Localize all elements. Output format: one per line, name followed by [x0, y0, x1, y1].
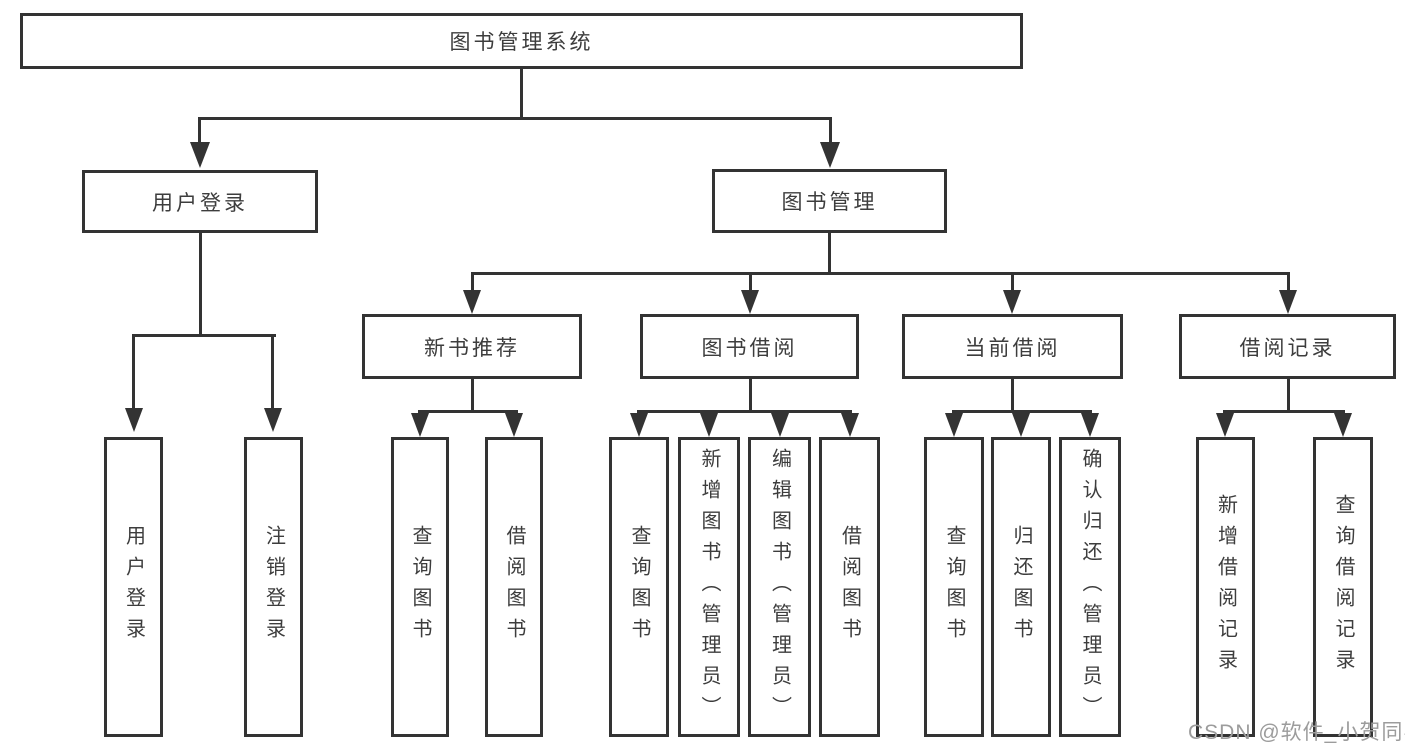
- node-borrowing-records: 借阅记录: [1179, 314, 1396, 379]
- node-new-book-recommendation: 新书推荐: [362, 314, 582, 379]
- node-label: 用户登录: [152, 191, 248, 215]
- arrow-down-icon: [264, 408, 282, 432]
- arrow-down-icon: [741, 290, 759, 314]
- connector-root-stem: [520, 69, 523, 119]
- arrow-down-icon: [771, 413, 789, 437]
- leaf-label: 确认归还（管理员）: [1079, 447, 1101, 727]
- leaf-br-add-record: 新增借阅记录: [1196, 437, 1255, 737]
- leaf-label: 查询图书: [409, 525, 431, 649]
- leaf-label: 注销登录: [262, 525, 285, 649]
- node-label: 借阅记录: [1239, 336, 1336, 360]
- leaf-label: 查询图书: [943, 525, 965, 649]
- leaf-nbr-borrow-books: 借阅图书: [485, 437, 543, 737]
- node-label: 图书管理: [781, 191, 878, 214]
- csdn-watermark: CSDN @软件_小贺同学: [1188, 721, 1405, 744]
- leaf-bb-borrow-books: 借阅图书: [819, 437, 880, 737]
- connector-stem: [471, 379, 474, 412]
- arrow-down-icon: [1279, 290, 1297, 314]
- connector-rail: [637, 410, 852, 413]
- node-label: 图书管理系统: [449, 31, 594, 54]
- connector-stem: [829, 119, 832, 142]
- leaf-label: 编辑图书（管理员）: [768, 447, 791, 727]
- node-book-borrowing: 图书借阅: [640, 314, 859, 379]
- arrow-down-icon: [841, 413, 859, 437]
- arrow-down-icon: [411, 413, 429, 437]
- leaf-label: 新增图书（管理员）: [698, 447, 720, 727]
- arrow-down-icon: [1334, 413, 1352, 437]
- node-book-management: 图书管理: [712, 169, 947, 233]
- connector-rail: [471, 272, 1290, 275]
- leaf-label: 查询借阅记录: [1332, 494, 1354, 680]
- connector-stem: [749, 379, 752, 412]
- arrow-down-icon: [630, 413, 648, 437]
- leaf-logout: 注销登录: [244, 437, 303, 737]
- connector-stem: [1287, 275, 1290, 290]
- connector-root-rail: [198, 117, 832, 120]
- arrow-down-icon: [1012, 413, 1030, 437]
- leaf-nbr-query-books: 查询图书: [391, 437, 449, 737]
- leaf-label: 新增借阅记录: [1214, 494, 1237, 680]
- arrow-down-icon: [505, 413, 523, 437]
- connector-stem: [828, 233, 831, 273]
- leaf-label: 借阅图书: [503, 525, 525, 649]
- leaf-user-login: 用户登录: [104, 437, 163, 737]
- leaf-bb-query-books: 查询图书: [609, 437, 669, 737]
- node-label: 当前借阅: [964, 336, 1061, 360]
- connector-stem: [199, 233, 202, 335]
- leaf-label: 查询图书: [628, 525, 650, 649]
- node-library-management-system: 图书管理系统: [20, 13, 1023, 69]
- leaf-bb-edit-books-admin: 编辑图书（管理员）: [748, 437, 811, 737]
- leaf-label: 归还图书: [1010, 525, 1032, 649]
- leaf-label: 用户登录: [122, 525, 145, 649]
- leaf-label: 借阅图书: [838, 525, 861, 649]
- connector-rail: [1223, 410, 1345, 413]
- connector-stem: [271, 336, 274, 408]
- connector-rail: [132, 334, 276, 337]
- arrow-down-icon: [125, 408, 143, 432]
- leaf-cb-return-books: 归还图书: [991, 437, 1051, 737]
- connector-stem: [198, 119, 201, 142]
- arrow-down-icon: [1081, 413, 1099, 437]
- connector-stem: [471, 275, 474, 290]
- connector-rail: [952, 410, 1092, 413]
- arrow-down-icon: [820, 142, 840, 168]
- arrow-down-icon: [1003, 290, 1021, 314]
- connector-stem: [132, 336, 135, 408]
- leaf-br-query-record: 查询借阅记录: [1313, 437, 1373, 737]
- connector-stem: [1011, 379, 1014, 412]
- arrow-down-icon: [945, 413, 963, 437]
- connector-rail: [418, 410, 518, 413]
- node-label: 图书借阅: [701, 336, 798, 360]
- connector-stem: [1011, 275, 1014, 290]
- arrow-down-icon: [700, 413, 718, 437]
- node-current-borrowing: 当前借阅: [902, 314, 1123, 379]
- leaf-bb-add-books-admin: 新增图书（管理员）: [678, 437, 740, 737]
- leaf-cb-confirm-return-admin: 确认归还（管理员）: [1059, 437, 1121, 737]
- arrow-down-icon: [190, 142, 210, 168]
- arrow-down-icon: [463, 290, 481, 314]
- connector-stem: [749, 275, 752, 290]
- arrow-down-icon: [1216, 413, 1234, 437]
- connector-stem: [1287, 379, 1290, 412]
- node-label: 新书推荐: [424, 336, 520, 360]
- node-user-login: 用户登录: [82, 170, 318, 233]
- leaf-cb-query-books: 查询图书: [924, 437, 984, 737]
